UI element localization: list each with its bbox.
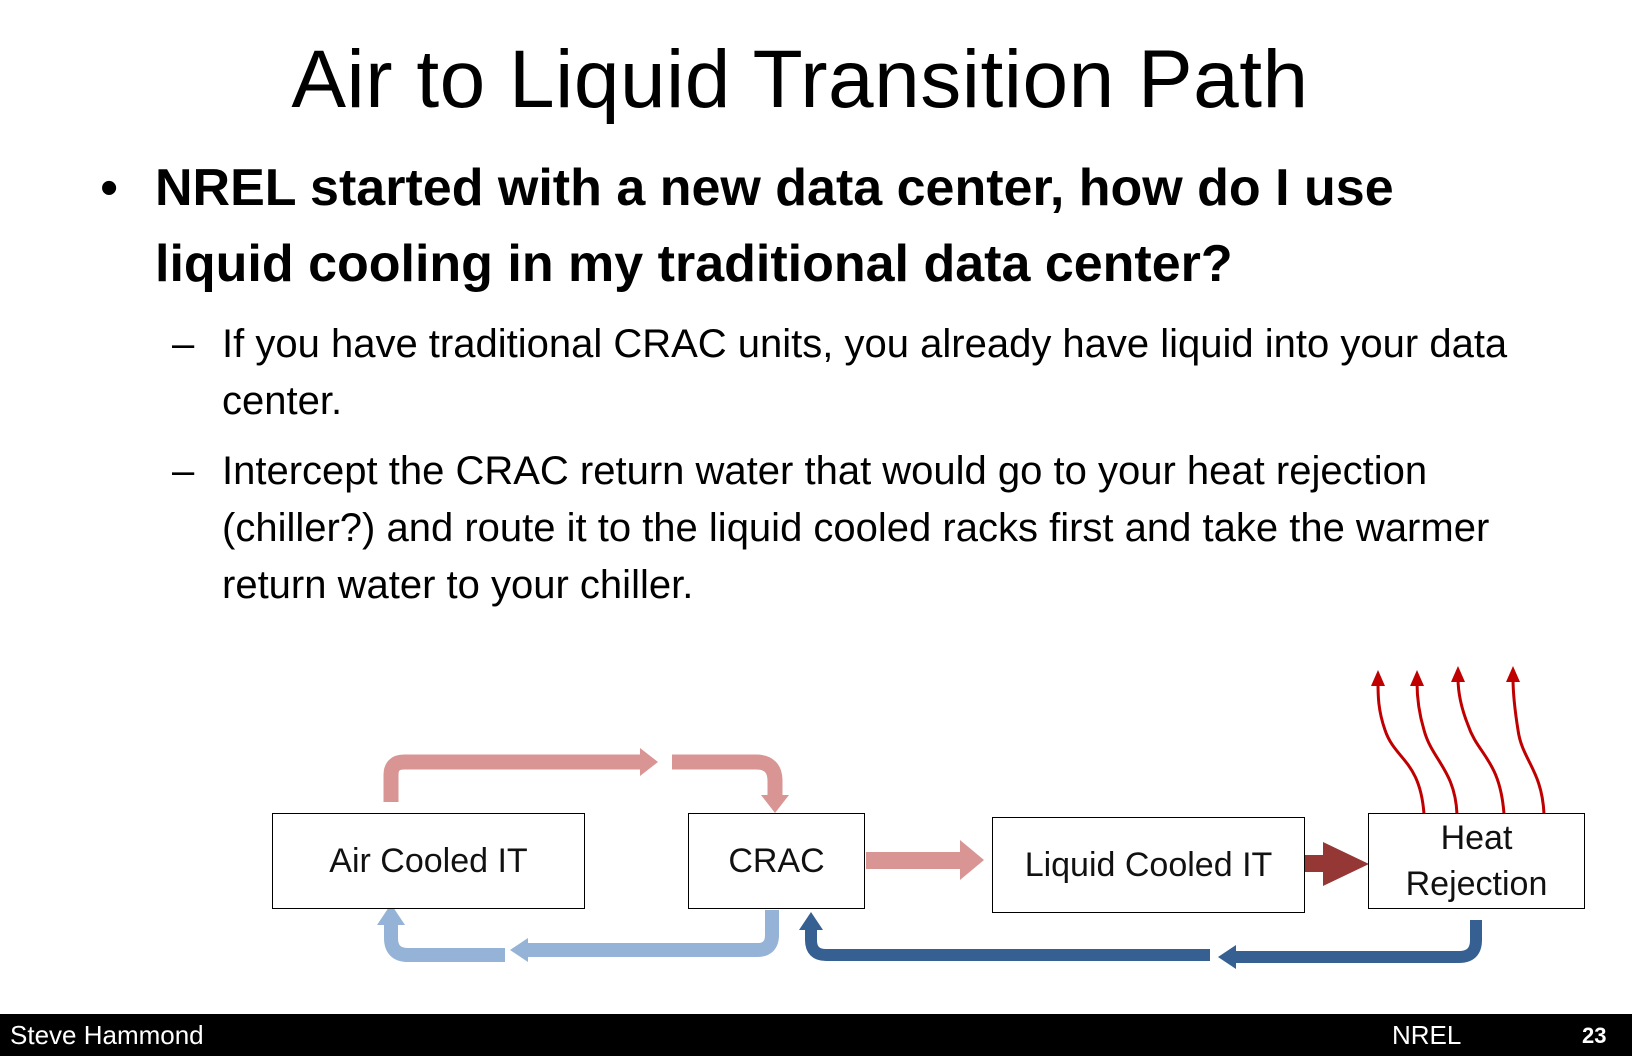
slide-title: Air to Liquid Transition Path: [291, 34, 1309, 125]
heat-exhaust-line-1: [1376, 681, 1426, 815]
warm-air-path-top: [383, 754, 640, 802]
heat-rejection-label-line1: Heat: [1440, 819, 1513, 857]
cool-water-return-path-end: [805, 930, 1210, 961]
cool-water-arrowhead-up: [799, 912, 823, 930]
cool-air-arrowhead: [510, 938, 528, 962]
footer-bar: Steve Hammond NREL 23: [0, 1014, 1632, 1056]
warm-air-arrowhead-down: [761, 795, 789, 813]
cool-air-return-path: [528, 910, 779, 957]
bullet-marker: •: [100, 159, 119, 217]
page-number: 23: [1582, 1023, 1607, 1048]
air-cooled-it-label: Air Cooled IT: [329, 842, 528, 880]
liquid-cooled-it-box: Liquid Cooled IT: [992, 817, 1305, 913]
cool-water-arrowhead: [1218, 945, 1236, 969]
sub-bullet-text: If you have traditional CRAC units, you …: [222, 322, 1508, 423]
cool-water-return-path: [1236, 920, 1482, 963]
sub-bullet-marker: –: [172, 449, 195, 493]
liquid-to-heat-shaft: [1305, 855, 1327, 872]
heat-rejection-box: Heat Rejection: [1368, 813, 1585, 909]
cool-air-return-path-end: [384, 925, 505, 962]
liquid-to-heat-arrowhead: [1323, 842, 1369, 886]
heat-exhaust-line-4: [1511, 677, 1546, 815]
air-cooled-it-box: Air Cooled IT: [272, 813, 585, 909]
liquid-cooled-it-label: Liquid Cooled IT: [1024, 846, 1273, 884]
heat-rejection-label-line2: Rejection: [1405, 865, 1548, 903]
crac-label: CRAC: [728, 842, 825, 880]
crac-to-liquid-arrowhead: [960, 840, 984, 880]
heat-exhaust-line-2: [1415, 681, 1459, 815]
cool-air-arrowhead-up: [377, 904, 405, 925]
heat-exhaust-arrowhead: [1506, 666, 1520, 682]
crac-box: CRAC: [688, 813, 865, 909]
heat-exhaust-line-3: [1456, 677, 1506, 815]
footer-author: Steve Hammond: [10, 1020, 204, 1050]
heat-exhaust-arrowhead: [1410, 670, 1424, 686]
main-bullet-text: NREL started with a new data center, how…: [155, 159, 1394, 293]
warm-air-path-down: [672, 754, 783, 795]
warm-air-arrowhead: [640, 748, 658, 776]
sub-bullet-text: Intercept the CRAC return water that wou…: [222, 449, 1490, 607]
footer-organization: NREL: [1392, 1020, 1462, 1050]
heat-exhaust-arrowhead: [1371, 670, 1385, 686]
crac-to-liquid-shaft: [866, 852, 960, 869]
cooling-flow-diagram: [377, 666, 1546, 969]
heat-exhaust-arrowhead: [1451, 666, 1465, 682]
sub-bullet-marker: –: [172, 322, 195, 366]
